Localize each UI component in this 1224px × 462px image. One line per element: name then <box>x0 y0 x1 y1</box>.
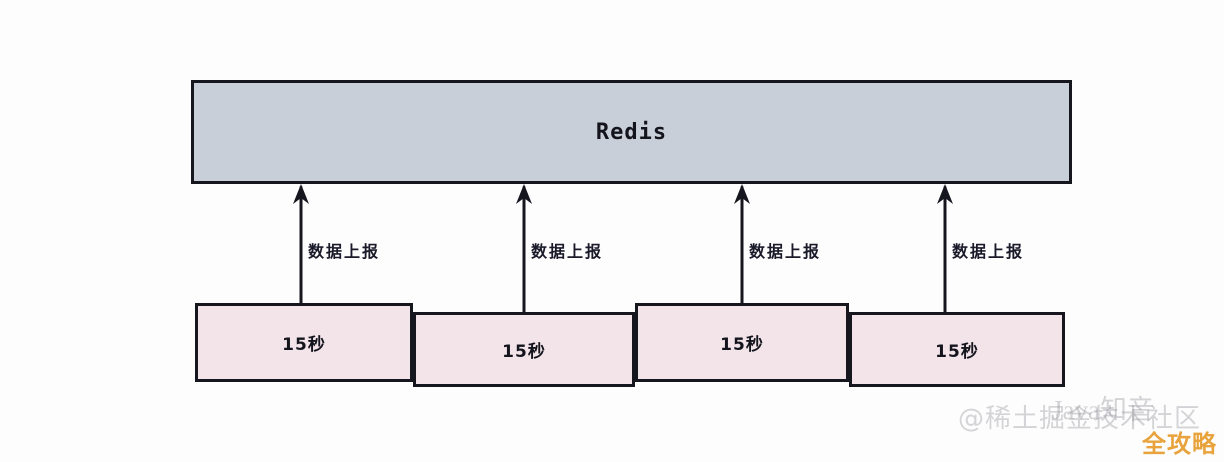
segment-label-3: 15秒 <box>720 335 764 355</box>
segment-box-3: 15秒 <box>635 303 849 382</box>
redis-node: Redis <box>191 80 1072 184</box>
arrow-heads <box>293 184 953 204</box>
redis-node-label: Redis <box>595 119 668 145</box>
watermark-badge: 全攻略 <box>1142 430 1217 458</box>
segment-label-4: 15秒 <box>935 342 979 362</box>
arrow-head-4 <box>937 184 953 204</box>
flow-label-3: 数据上报 <box>749 242 822 261</box>
watermark-secondary: Java知音 <box>1052 395 1154 425</box>
arrow-head-1 <box>293 184 309 204</box>
segment-label-2: 15秒 <box>502 342 546 362</box>
segment-label-1: 15秒 <box>282 335 326 355</box>
watermark-primary: @稀土掘金技术社区 <box>958 404 1202 434</box>
flow-label-2: 数据上报 <box>531 242 604 261</box>
arrow-head-2 <box>516 184 532 204</box>
flow-label-4: 数据上报 <box>952 242 1025 261</box>
segment-box-1: 15秒 <box>195 303 413 382</box>
arrow-head-3 <box>734 184 750 204</box>
segment-box-2: 15秒 <box>413 312 635 387</box>
segment-box-4: 15秒 <box>849 312 1065 387</box>
flow-label-1: 数据上报 <box>308 242 381 261</box>
